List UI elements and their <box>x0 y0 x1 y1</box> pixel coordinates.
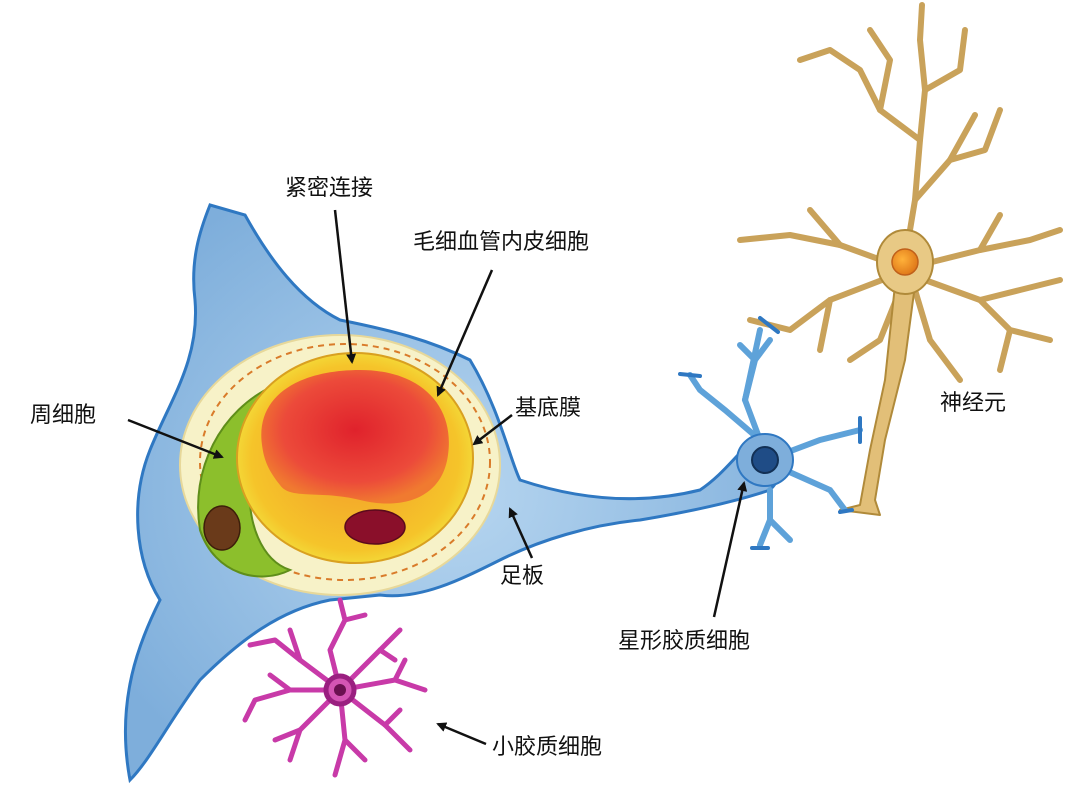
label-microglia: 小胶质细胞 <box>492 735 603 760</box>
arrow-astrocyte <box>712 481 748 618</box>
arrow-endothelial <box>436 269 494 397</box>
pericyte-nucleus <box>203 505 241 551</box>
label-pericyte: 周细胞 <box>30 403 97 428</box>
label-astrocyte: 星形胶质细胞 <box>618 629 751 654</box>
arrow-tight-junction <box>333 209 357 364</box>
capillary-lumen <box>261 370 449 504</box>
label-tight-junction: 紧密连接 <box>285 176 374 201</box>
arrow-pericyte <box>127 418 224 459</box>
label-end-foot: 足板 <box>500 564 545 589</box>
microglia-cell <box>242 597 428 778</box>
label-neuron: 神经元 <box>940 391 1007 416</box>
arrow-microglia <box>436 722 487 746</box>
endothelial-nucleus <box>344 509 406 545</box>
capillary-cross-section <box>179 334 501 596</box>
arrow-end-foot <box>508 507 534 559</box>
arrows <box>127 209 748 746</box>
arrow-basement <box>472 414 513 446</box>
label-endothelial-cell: 毛细血管内皮细胞 <box>413 230 590 255</box>
neuron-cell <box>737 2 1063 516</box>
label-basement-membrane: 基底膜 <box>515 396 582 421</box>
